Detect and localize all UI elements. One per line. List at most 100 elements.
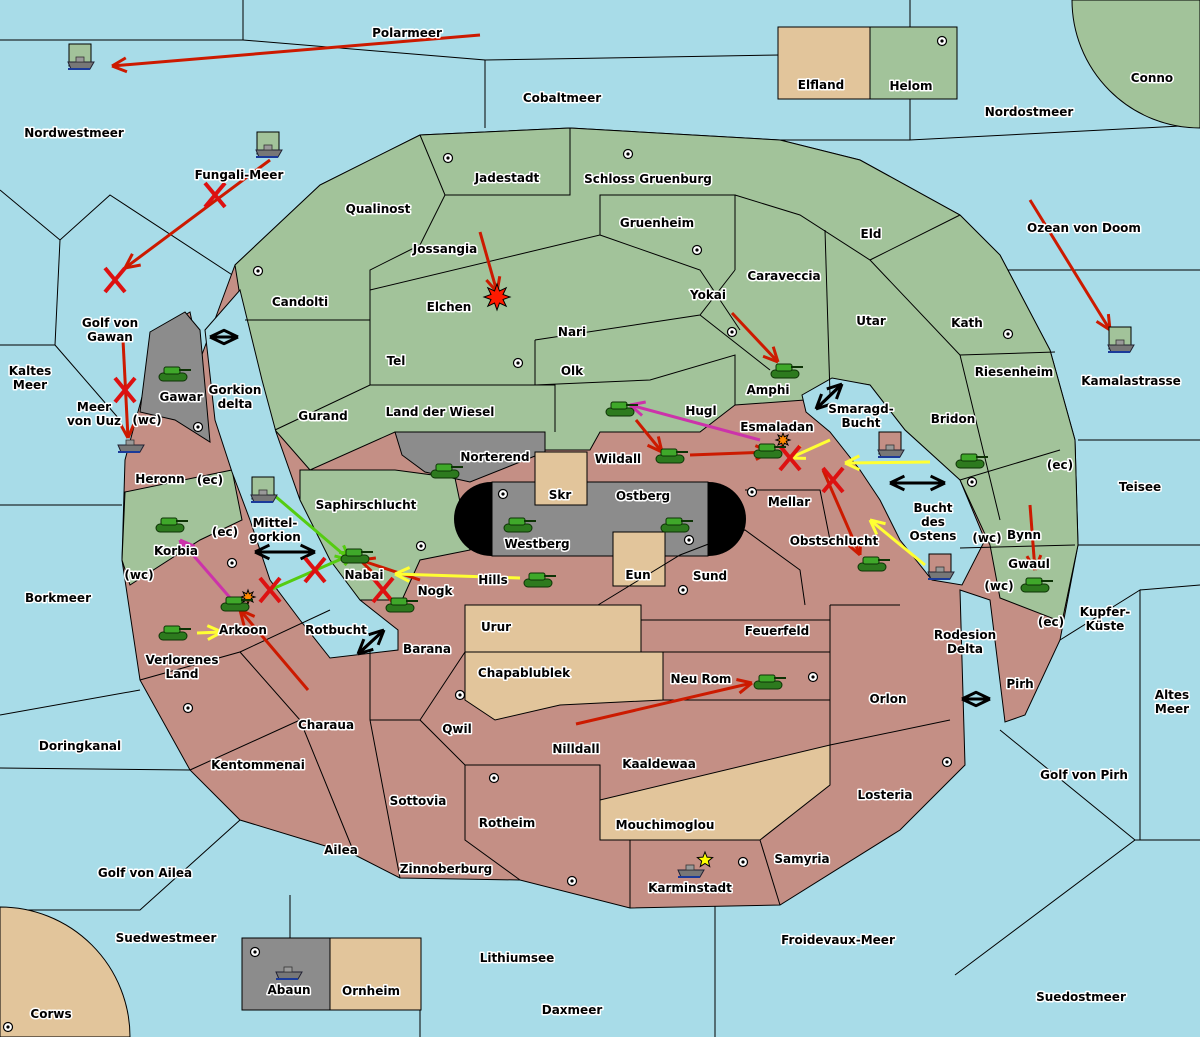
region-label: Pirh bbox=[1006, 677, 1033, 691]
region-label-line: Golf von Pirh bbox=[1040, 768, 1128, 782]
region-label: Rotbucht bbox=[305, 623, 367, 637]
region-label: Hugl bbox=[685, 404, 716, 418]
region-label: Nilldall bbox=[552, 742, 599, 756]
army-unit[interactable] bbox=[857, 556, 890, 572]
order-arrowhead bbox=[846, 543, 861, 557]
fleet-unit[interactable] bbox=[275, 966, 303, 980]
region-eun[interactable] bbox=[612, 531, 666, 587]
region-label-line: Gurand bbox=[298, 409, 348, 423]
fleet-unit[interactable] bbox=[67, 43, 95, 70]
region-label-line: Orlon bbox=[869, 692, 906, 706]
army-unit[interactable] bbox=[955, 453, 988, 469]
explosion-icon bbox=[774, 431, 792, 449]
ship-icon bbox=[275, 971, 303, 980]
army-unit[interactable] bbox=[340, 548, 373, 564]
army-unit[interactable] bbox=[770, 363, 803, 379]
army-unit[interactable] bbox=[158, 366, 191, 382]
region-skr[interactable] bbox=[534, 451, 588, 506]
order-arrowhead bbox=[771, 346, 780, 363]
region-label-line: Ozean von Doom bbox=[1027, 221, 1141, 235]
order-arrowhead bbox=[889, 474, 906, 485]
region-ornheim[interactable] bbox=[329, 937, 422, 1011]
region-label: Heronn bbox=[135, 472, 184, 486]
region-label-line: Conno bbox=[1131, 71, 1173, 85]
fleet-unit[interactable] bbox=[677, 864, 705, 878]
region-label-line: (wc) bbox=[124, 568, 153, 582]
region-label: Hills bbox=[478, 573, 508, 587]
army-unit[interactable] bbox=[523, 572, 556, 588]
fleet-unit[interactable] bbox=[255, 131, 283, 158]
fleet-unit[interactable] bbox=[250, 476, 278, 503]
region-label: Helom bbox=[889, 79, 932, 93]
army-unit[interactable] bbox=[660, 517, 693, 533]
supply-center-dot bbox=[730, 330, 734, 334]
supply-center-dot bbox=[492, 776, 496, 780]
army-unit[interactable] bbox=[753, 443, 786, 459]
order-arrow bbox=[869, 518, 926, 567]
order-arrow bbox=[844, 460, 931, 465]
fleet-unit[interactable] bbox=[1107, 326, 1135, 353]
army-unit[interactable] bbox=[1020, 577, 1053, 593]
ship-icon bbox=[67, 61, 95, 70]
order-arrow bbox=[478, 231, 499, 293]
water-mittelgorkion[interactable] bbox=[204, 288, 399, 659]
region-label-line: (ec) bbox=[197, 473, 223, 487]
region-label: Tel bbox=[387, 354, 406, 368]
order-arrowhead bbox=[814, 393, 823, 410]
ship-icon bbox=[117, 444, 145, 453]
army-unit[interactable] bbox=[753, 674, 786, 690]
order-arrowhead bbox=[868, 519, 879, 536]
region-label-line: Gorkion bbox=[209, 383, 262, 397]
region-label: Rotheim bbox=[479, 816, 536, 830]
fleet-unit[interactable] bbox=[877, 431, 905, 458]
army-unit[interactable] bbox=[605, 401, 638, 417]
army-unit[interactable] bbox=[385, 597, 418, 613]
region-urur[interactable] bbox=[464, 604, 642, 653]
region-label-line: Jadestadt bbox=[474, 171, 540, 185]
army-unit[interactable] bbox=[430, 463, 463, 479]
region-label-line: Ostberg bbox=[616, 489, 670, 503]
order-arrowhead bbox=[762, 354, 779, 364]
order-arrowhead bbox=[869, 518, 886, 526]
failed-order-cross-icon bbox=[103, 266, 127, 294]
fleet-unit[interactable] bbox=[927, 553, 955, 580]
region-label: Samyria bbox=[774, 852, 829, 866]
supply-center-dot bbox=[196, 425, 200, 429]
army-unit[interactable] bbox=[655, 448, 688, 464]
army-unit[interactable] bbox=[220, 596, 253, 612]
region-norterend[interactable] bbox=[394, 431, 546, 483]
region-label: Elfland bbox=[798, 78, 844, 92]
region-label: Doringkanal bbox=[39, 739, 121, 753]
region-label-line: Delta bbox=[947, 642, 983, 656]
region-elfland[interactable] bbox=[777, 26, 871, 100]
region-label-line: Meer bbox=[13, 378, 47, 392]
supply-center-dot bbox=[695, 248, 699, 252]
region-label: (ec) bbox=[1047, 458, 1073, 472]
region-conno[interactable] bbox=[1071, 0, 1200, 129]
region-label: Schloss Gruenburg bbox=[584, 172, 712, 186]
region-label-line: Rotbucht bbox=[305, 623, 367, 637]
fleet-unit[interactable] bbox=[117, 439, 145, 453]
army-unit[interactable] bbox=[503, 517, 536, 533]
region-label-line: Qwil bbox=[442, 722, 472, 736]
region-label: Gwaul bbox=[1008, 557, 1050, 571]
army-unit[interactable] bbox=[158, 625, 191, 641]
supply-center-dot bbox=[741, 860, 745, 864]
region-corws[interactable] bbox=[0, 906, 131, 1037]
region-label-line: Mellar bbox=[768, 495, 810, 509]
region-label-line: Golf von Ailea bbox=[98, 866, 192, 880]
region-label: Daxmeer bbox=[542, 1003, 603, 1017]
region-label: Mittel-gorkion bbox=[249, 516, 301, 544]
region-label-line: (ec) bbox=[1047, 458, 1073, 472]
region-label: Barana bbox=[403, 642, 451, 656]
order-arrowhead bbox=[1095, 320, 1111, 332]
army-unit[interactable] bbox=[155, 517, 188, 533]
region-label-line: Teisee bbox=[1119, 480, 1161, 494]
region-label-line: Kaaldewaa bbox=[622, 757, 696, 771]
region-label-line: Suedostmeer bbox=[1036, 990, 1126, 1004]
region-label-line: Utar bbox=[856, 314, 886, 328]
